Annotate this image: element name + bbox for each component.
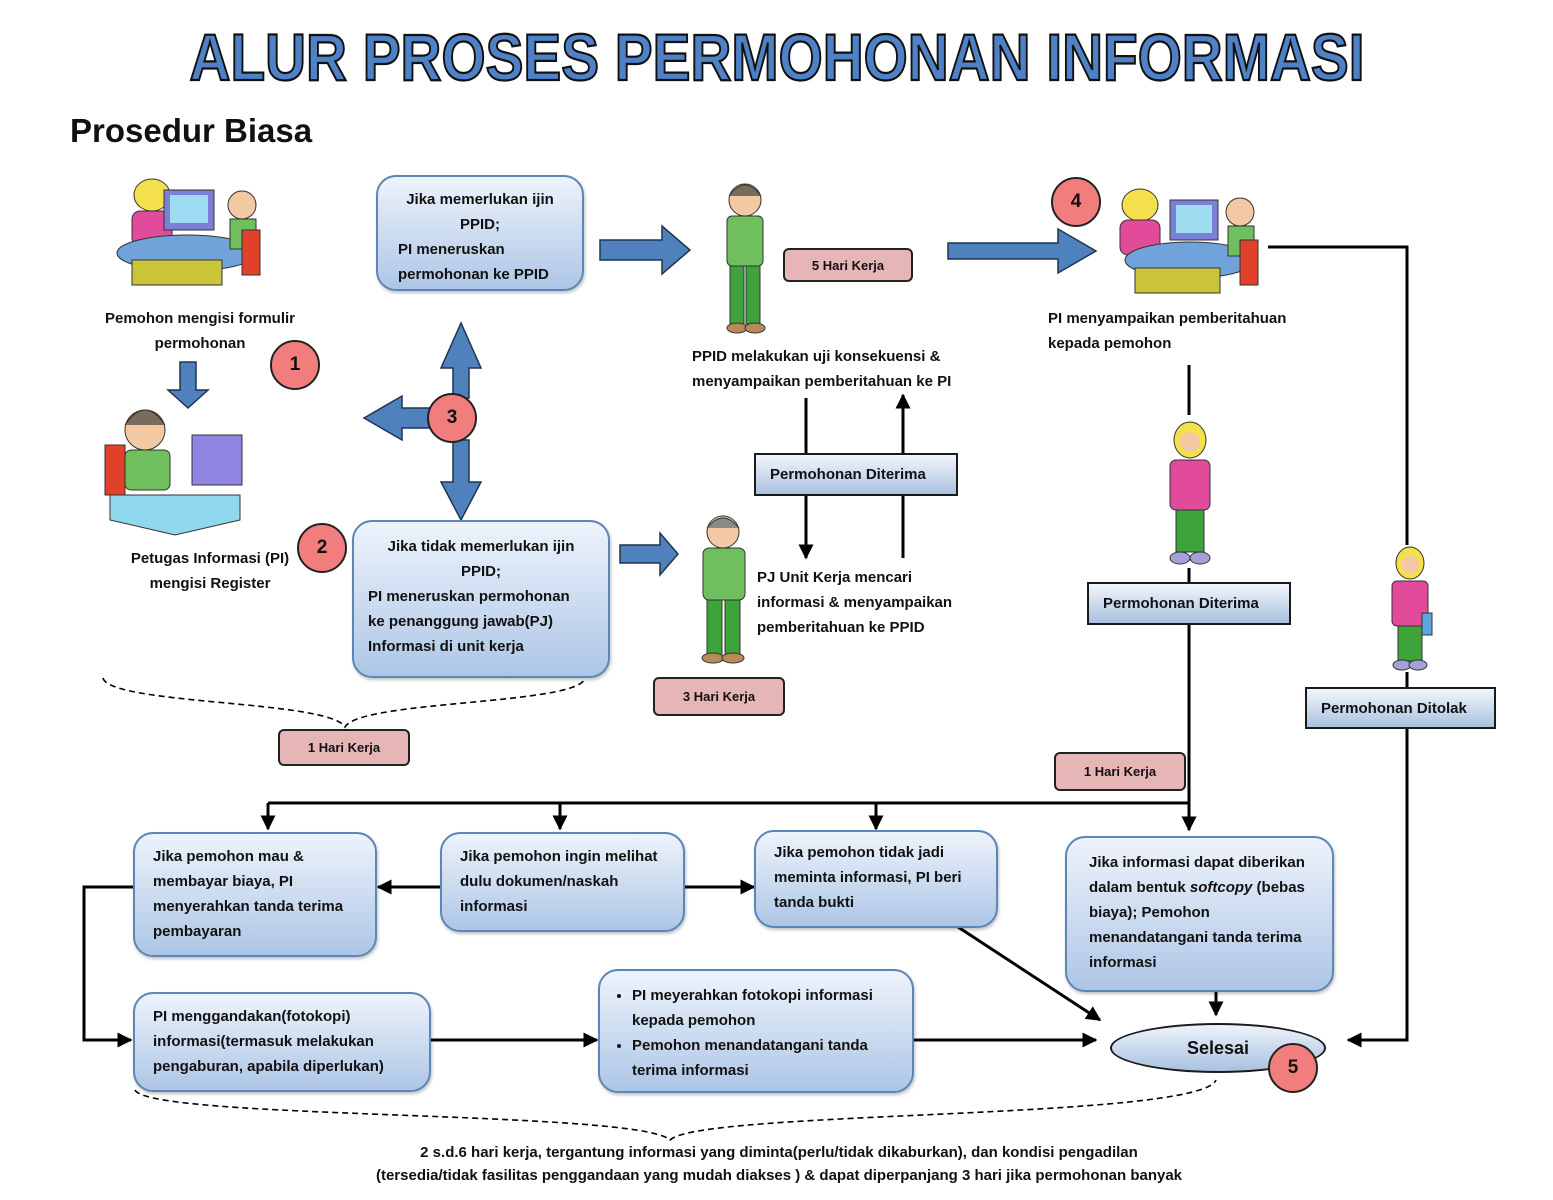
box-line: PPID; xyxy=(459,216,500,233)
arrow-right-to-step4 xyxy=(947,227,1098,275)
box-softcopy: Jika informasi dapat diberikan dalam ben… xyxy=(1065,836,1334,992)
arrow-left-step3 xyxy=(362,394,431,442)
step4-caption-line: PI menyampaikan pemberitahuan xyxy=(1048,310,1287,327)
arrow-down-step3 xyxy=(439,439,483,522)
label-accepted-right: Permohonan Diterima xyxy=(1087,582,1291,625)
pj-caption-line: informasi & menyampaikan xyxy=(757,594,953,611)
box-line: Jika memerlukan ijin xyxy=(406,191,554,208)
ppid-caption-line: menyampaikan pemberitahuan ke PI xyxy=(692,373,952,390)
arrow-right-to-pj xyxy=(619,530,679,578)
handover-list: PI meyerahkan fotokopi informasi kepada … xyxy=(614,983,898,1083)
step2-caption-line: mengisi Register xyxy=(149,575,271,592)
box-line: ke penanggung jawab(PJ) xyxy=(368,613,554,630)
box-view-document: Jika pemohon ingin melihat dulu dokumen/… xyxy=(440,832,685,932)
step2-caption: Petugas Informasi (PI) mengisi Register xyxy=(110,546,310,596)
ppid-caption-line: PPID melakukan uji konsekuensi & xyxy=(692,348,941,365)
ppid-officer-illustration xyxy=(726,183,766,334)
pj-caption-line: PJ Unit Kerja mencari xyxy=(757,569,913,586)
box-handover: PI meyerahkan fotokopi informasi kepada … xyxy=(598,969,914,1093)
label-rejected: Permohonan Ditolak xyxy=(1305,687,1496,729)
step-badge-2: 2 xyxy=(297,523,347,573)
arrow-down-step1 xyxy=(166,361,210,410)
arrow-right-to-ppid xyxy=(599,224,692,276)
duration-5-days: 5 Hari Kerja xyxy=(783,248,913,282)
box-photocopy: PI menggandakan(fotokopi) informasi(term… xyxy=(133,992,431,1092)
step4-caption-line: kepada pemohon xyxy=(1048,335,1172,352)
notification-desk-illustration xyxy=(1119,188,1259,294)
step4-caption: PI menyampaikan pemberitahuan kepada pem… xyxy=(1048,306,1328,356)
finish-label: Selesai xyxy=(1186,1037,1250,1058)
duration-3-days: 3 Hari Kerja xyxy=(653,677,785,716)
officer-register-illustration xyxy=(104,409,243,536)
applicant-rejected-illustration xyxy=(1391,546,1433,671)
pj-unit-officer-illustration xyxy=(701,515,746,664)
handover-item: Pemohon menandatangani tanda terima info… xyxy=(632,1033,898,1083)
step-badge-5: 5 xyxy=(1268,1043,1318,1093)
box-line: PI meneruskan permohonan xyxy=(368,588,570,605)
box-pay-fee: Jika pemohon mau & membayar biaya, PI me… xyxy=(133,832,377,957)
step-badge-1: 1 xyxy=(270,340,320,390)
handover-item: PI meyerahkan fotokopi informasi kepada … xyxy=(632,983,898,1033)
step1-caption-line: Pemohon mengisi formulir xyxy=(104,310,296,327)
softcopy-text: (bebas biaya); Pemohon menandatangani ta… xyxy=(1089,879,1305,971)
main-title-text: ALUR PROSES PERMOHONAN INFORMASI xyxy=(189,20,1364,93)
step-badge-4: 4 xyxy=(1051,177,1101,227)
step2-caption-line: Petugas Informasi (PI) xyxy=(130,550,290,567)
subtitle: Prosedur Biasa xyxy=(70,112,313,149)
box-line: PPID; xyxy=(460,563,501,580)
box-no-ppid-permit: Jika tidak memerlukan ijin PPID; PI mene… xyxy=(352,520,610,678)
duration-1-day-right: 1 Hari Kerja xyxy=(1054,752,1186,791)
box-line: Informasi di unit kerja xyxy=(368,638,524,655)
step-badge-3: 3 xyxy=(427,393,477,443)
applicant-desk-illustration xyxy=(116,178,261,286)
box-line: PI meneruskan xyxy=(398,241,505,258)
label-accepted-middle: Permohonan Diterima xyxy=(754,453,958,496)
box-needs-ppid-permit: Jika memerlukan ijin PPID; PI meneruskan… xyxy=(376,175,584,291)
main-title: ALUR PROSES PERMOHONAN INFORMASI xyxy=(0,18,1553,93)
footer-note: 2 s.d.6 hari kerja, tergantung informasi… xyxy=(300,1141,1258,1187)
ppid-caption: PPID melakukan uji konsekuensi & menyamp… xyxy=(692,344,992,394)
pj-unit-caption: PJ Unit Kerja mencari informasi & menyam… xyxy=(757,565,987,640)
softcopy-text: Jika informasi dapat diberikan dalam ben… xyxy=(1089,854,1305,896)
box-line: permohonan ke PPID xyxy=(398,266,549,283)
box-cancel-request: Jika pemohon tidak jadi meminta informas… xyxy=(754,830,998,928)
duration-1-day-left: 1 Hari Kerja xyxy=(278,729,410,766)
softcopy-italic: softcopy xyxy=(1189,879,1253,896)
footer-line: (tersedia/tidak fasilitas penggandaan ya… xyxy=(375,1167,1183,1184)
step1-caption: Pemohon mengisi formulir permohonan xyxy=(90,306,310,356)
footer-line: 2 s.d.6 hari kerja, tergantung informasi… xyxy=(420,1144,1138,1161)
applicant-accepted-illustration xyxy=(1169,421,1211,565)
box-line: Jika tidak memerlukan ijin xyxy=(387,538,575,555)
arrow-up-step3 xyxy=(439,321,483,399)
pj-caption-line: pemberitahuan ke PPID xyxy=(757,619,925,636)
step1-caption-line: permohonan xyxy=(154,335,246,352)
